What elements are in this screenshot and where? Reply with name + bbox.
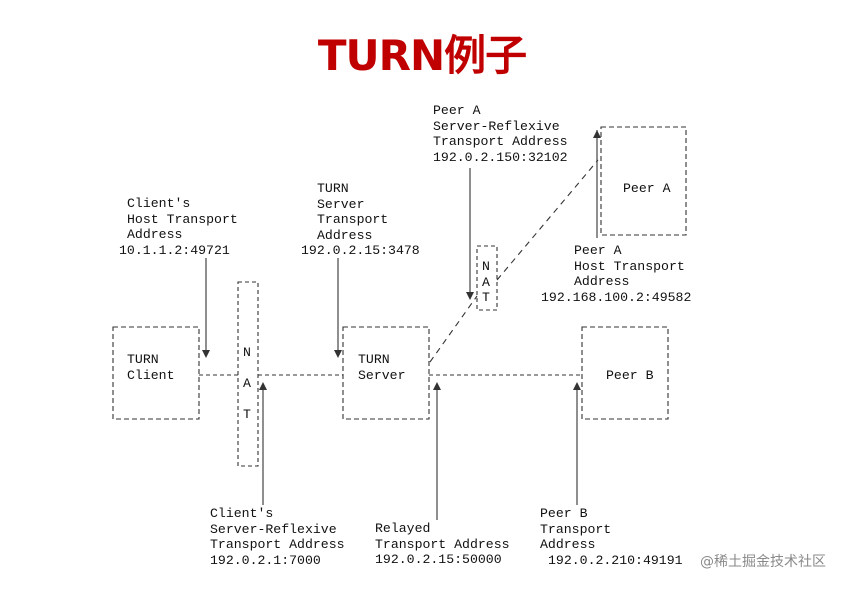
turn-server-box bbox=[342, 326, 430, 420]
turn-client-box bbox=[112, 326, 200, 420]
peer-a-label: Peer A bbox=[623, 181, 671, 196]
watermark: @稀土掘金技术社区 bbox=[700, 554, 826, 570]
nat-left-box bbox=[237, 281, 259, 467]
diagram-title: TURN例子 bbox=[317, 31, 527, 80]
nat-right-box bbox=[476, 245, 498, 311]
peer-b-box bbox=[581, 326, 669, 420]
peer-b-label: Peer B bbox=[606, 368, 654, 383]
peer-a-box bbox=[600, 126, 687, 236]
